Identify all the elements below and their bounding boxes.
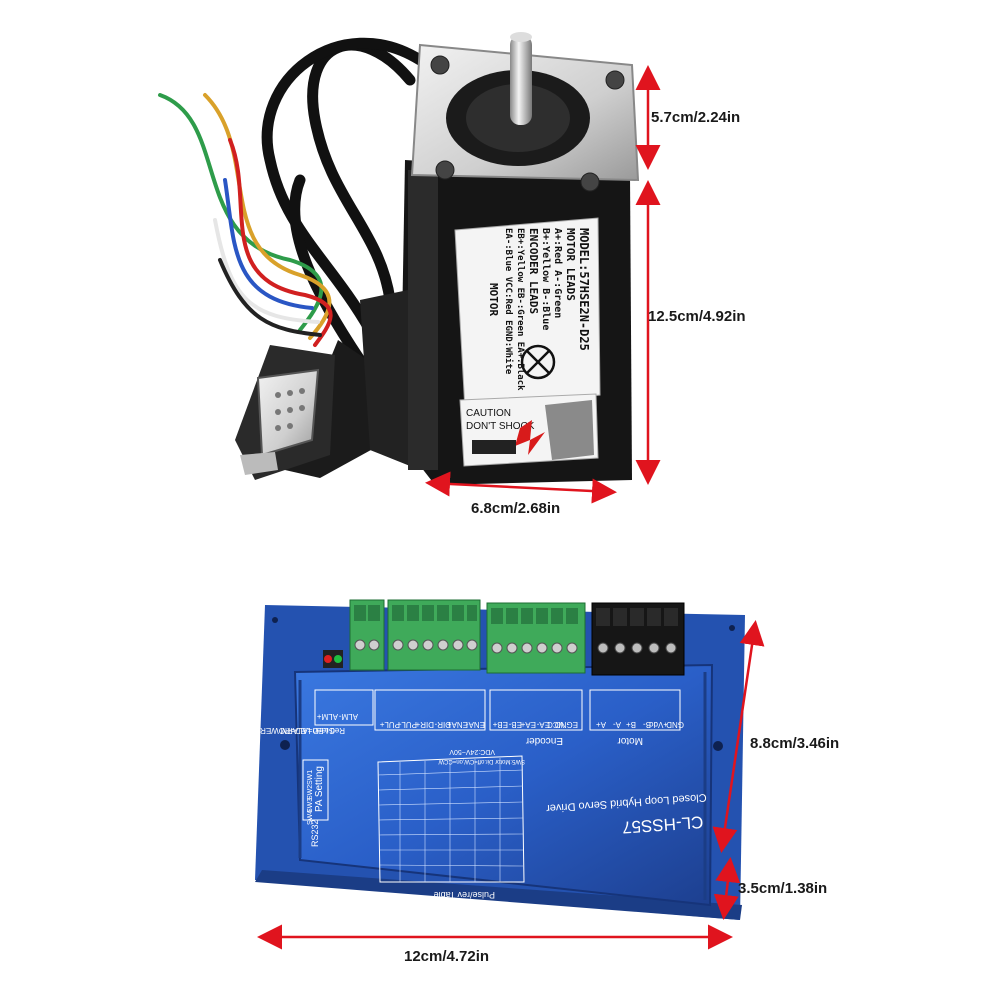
alm-minus-text: ALM- — [339, 712, 358, 721]
status-leds — [323, 650, 343, 668]
ea-minus-text: EA- — [536, 720, 550, 729]
motor-dimension-lines — [425, 65, 661, 504]
lightning-icon — [515, 420, 545, 455]
dim-driver-height-label: 8.8cm/3.46in — [750, 735, 840, 752]
sw1-text: SW1 — [307, 770, 314, 785]
motor-model-text: MODEL:57HSE2N-D25 — [577, 228, 591, 351]
caution-text: CAUTION — [466, 408, 511, 419]
sw4-text: SW4 — [307, 810, 314, 825]
motor-text: Motor — [617, 735, 643, 746]
sw-note-text: SW5:Motor Dir.off=CW,on=CCW — [438, 758, 525, 764]
crossed-bin-icon — [520, 344, 556, 380]
motor-lead-a-text: A+:Red A-:Green — [552, 228, 563, 318]
pul-minus-text: PUL- — [398, 720, 417, 729]
terminal-block-encoder — [486, 602, 586, 674]
led-red-text: Red LED=ALARM — [280, 726, 345, 735]
eb-minus-text: EB- — [508, 720, 522, 729]
pulse-rev-table: Pulse/rev Table VDC:24V~50V SW5:Motor Di… — [377, 748, 525, 900]
motor-leads-text: MOTOR LEADS — [564, 228, 577, 301]
dim-motor-flange-label: 5.7cm/2.24in — [651, 109, 741, 126]
dont-shock-text: DON'T SHOCK — [466, 421, 535, 432]
db9-connector — [235, 340, 385, 480]
vdc-text: +Vdc — [650, 720, 668, 729]
dir-plus-text: DIR+ — [415, 720, 434, 729]
vdc-range-text: VDC:24V~50V — [449, 748, 495, 755]
motor-word-text: MOTOR — [487, 283, 500, 316]
encoder-eb-text: EB+:Yellow EB-:Green EA+:Black — [515, 228, 525, 391]
pa-setting-text: PA Setting — [314, 766, 325, 812]
ena-minus-text: ENA- — [466, 720, 485, 729]
vcc-text: VCC — [547, 720, 564, 729]
led-green-text: Green LED=POWER — [260, 726, 335, 735]
encoder-leads-text: ENCODER LEADS — [527, 228, 540, 314]
terminal-block-signal — [387, 599, 481, 671]
a-minus-text: A- — [613, 720, 621, 729]
encoder-ea-text: EA-:Blue VCC:Red EGND:White — [503, 228, 514, 375]
flange-screws — [430, 55, 625, 192]
driver-dimension-lines — [257, 620, 765, 950]
motor-shaft — [510, 35, 532, 125]
encoder-text: Encoder — [525, 735, 563, 746]
dim-motor-length-label: 12.5cm/4.92in — [648, 308, 746, 325]
eb-plus-text: EB+ — [492, 720, 508, 729]
alm-plus-text: ALM+ — [317, 712, 338, 721]
sw3-text: SW3 — [307, 798, 314, 813]
dim-driver-length-label: 12cm/4.72in — [404, 948, 490, 965]
pulse-table-text: Pulse/rev Table — [434, 890, 495, 900]
egnd-text: EGND — [555, 720, 578, 729]
b-minus-text: B- — [643, 720, 651, 729]
rs232-text: RS232 — [310, 819, 320, 847]
dim-driver-depth-label: 3.5cm/1.38in — [738, 880, 828, 897]
stepper-motor: MODEL:57HSE2N-D25 MOTOR LEADS A+:Red A-:… — [158, 32, 640, 485]
servo-driver: CL-HSS57 Closed Loop Hybrid Servo Driver… — [255, 599, 745, 920]
pul-plus-text: PUL+ — [379, 720, 400, 729]
caution-sticker: CAUTION DON'T SHOCK — [459, 393, 599, 467]
ea-plus-text: EA+ — [520, 720, 536, 729]
motor-label-decal: MODEL:57HSE2N-D25 MOTOR LEADS A+:Red A-:… — [454, 217, 601, 411]
b-plus-text: B+ — [626, 720, 636, 729]
dir-minus-text: DIR- — [434, 720, 451, 729]
gnd-text: GND — [666, 720, 684, 729]
motor-lead-b-text: B+:Yellow B-:Blue — [540, 228, 551, 330]
ena-plus-text: ENA+ — [447, 720, 468, 729]
a-plus-text: A+ — [596, 720, 606, 729]
dim-motor-width-label: 6.8cm/2.68in — [471, 500, 561, 517]
motor-lead-wires — [158, 93, 333, 347]
sw2-text: SW2 — [307, 785, 314, 800]
terminal-block-alarm — [349, 599, 385, 671]
terminal-block-power — [591, 602, 685, 676]
